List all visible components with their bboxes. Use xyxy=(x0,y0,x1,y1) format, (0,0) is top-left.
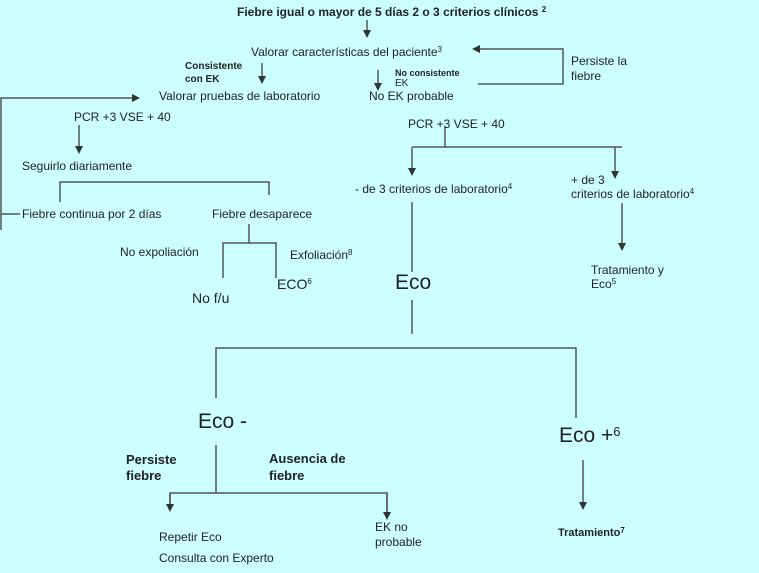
node-fiebre-desaparece: Fiebre desaparece xyxy=(212,207,313,221)
node-valorar-paciente: Valorar características del paciente3 xyxy=(251,45,442,59)
node-pcr-right: PCR +3 VSE + 40 xyxy=(408,117,505,131)
node-seguirlo: Seguirlo diariamente xyxy=(22,159,133,173)
label-ausencia: Ausencia de xyxy=(269,451,346,466)
title-text: Fiebre igual o mayor de 5 días 2 o 3 cri… xyxy=(237,5,539,19)
node-eco: Eco xyxy=(395,271,432,294)
footnote: 8 xyxy=(348,248,353,257)
node-tratamiento-eco: Tratamiento y xyxy=(591,263,664,277)
node-ek-no-probable: probable xyxy=(375,535,422,549)
node-tratamiento-eco-2: Eco5 xyxy=(591,277,616,291)
label-consistente: Consistente xyxy=(185,61,243,72)
node-ek-no: EK no xyxy=(375,520,408,534)
footnote: 4 xyxy=(507,182,513,191)
node-no-fu: No f/u xyxy=(192,290,230,306)
node-menos-criterios: - de 3 criterios de laboratorio4 xyxy=(355,182,512,196)
label-con-ek: con EK xyxy=(185,74,220,85)
label-persiste-fiebre: fiebre xyxy=(571,69,602,83)
label-no-expoliacion: No expoliación xyxy=(120,245,199,259)
node-tratamiento7: Tratamiento7 xyxy=(558,526,625,540)
title: Fiebre igual o mayor de 5 días 2 o 3 cri… xyxy=(237,5,546,19)
label-exfoliacion: Exfoliación8 xyxy=(290,248,352,262)
node-text: criterios de laboratorio xyxy=(571,187,690,201)
label-no-consistente: No consistente xyxy=(395,68,460,78)
label-ausencia-fiebre: fiebre xyxy=(269,468,305,483)
node-text: ECO xyxy=(277,276,308,292)
footnote: 3 xyxy=(437,45,442,54)
node-eco-negativo: Eco - xyxy=(198,410,248,433)
label-no-consistente-ek: EK xyxy=(395,78,409,89)
node-valorar-lab: Valorar pruebas de laboratorio xyxy=(159,89,321,103)
footnote: 4 xyxy=(689,187,695,196)
footnote: 6 xyxy=(307,277,312,286)
node-mas-criterios-2: criterios de laboratorio4 xyxy=(571,187,694,201)
node-pcr-left: PCR +3 VSE + 40 xyxy=(74,110,171,124)
node-text: Valorar características del paciente xyxy=(251,45,438,59)
node-text: Eco + xyxy=(559,424,614,447)
footnote: 5 xyxy=(611,277,617,286)
footnote: 7 xyxy=(620,526,625,535)
footnote: 6 xyxy=(613,424,621,439)
node-no-ek-probable: No EK probable xyxy=(369,89,454,103)
node-consulta: Consulta con Experto xyxy=(159,551,274,565)
node-repetir-eco: Repetir Eco xyxy=(159,530,222,544)
label-persiste: Persiste xyxy=(126,452,177,467)
label-text: Exfoliación xyxy=(290,248,349,262)
node-text: Tratamiento xyxy=(558,527,621,539)
label-persiste-la: Persiste la xyxy=(571,54,628,68)
node-text: - de 3 criterios de laboratorio xyxy=(355,182,508,196)
node-eco6: ECO6 xyxy=(277,276,312,292)
label-persiste-fiebre-2: fiebre xyxy=(126,468,162,483)
node-eco-positivo: Eco +6 xyxy=(559,424,621,448)
title-footnote: 2 xyxy=(541,5,547,14)
node-text: Eco xyxy=(591,277,612,291)
node-mas-criterios: + de 3 xyxy=(571,173,605,187)
node-fiebre-continua: Fiebre continua por 2 días xyxy=(22,207,162,221)
